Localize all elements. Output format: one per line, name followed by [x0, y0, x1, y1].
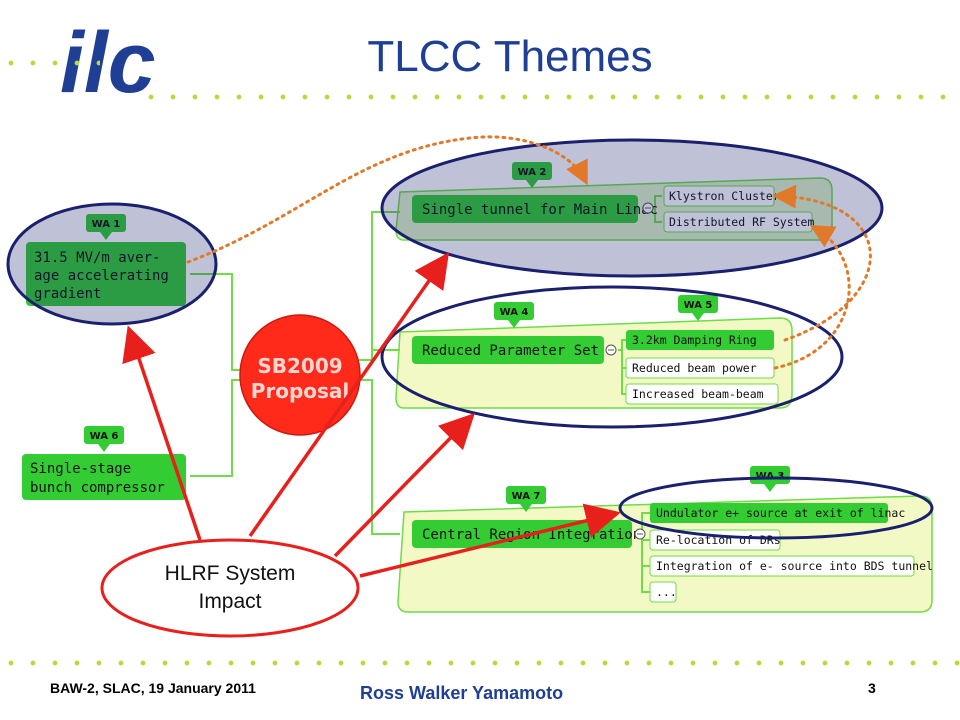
bottom-dots-divider — [0, 660, 960, 666]
tunnel-label: Single tunnel for Main Linac — [422, 202, 658, 218]
e-source-text: Integration of e- source into BDS tunnel — [656, 559, 933, 573]
compressor-line1: Single-stage — [30, 461, 131, 477]
params-label: Reduced Parameter Set — [422, 343, 599, 359]
dotted-links — [186, 135, 872, 370]
ilc-logo-text: ilc — [60, 15, 156, 102]
page-number: 3 — [868, 680, 876, 696]
beam-beam-item — [625, 383, 779, 405]
wa7-tag: WA 7 — [506, 486, 546, 512]
ilc-logo: ilc — [60, 15, 156, 102]
callout-line1: HLRF System — [165, 562, 296, 585]
wa1-tag: WA 1 — [86, 214, 126, 240]
svg-text:WA 3: WA 3 — [756, 471, 785, 482]
damping-ring-item — [626, 330, 774, 350]
footer-author: Ross Walker Yamamoto — [360, 683, 564, 703]
svg-text:WA 2: WA 2 — [518, 167, 547, 178]
tunnel-node — [412, 195, 638, 223]
hlrf-callout — [100, 538, 360, 638]
callout-line2: Impact — [198, 590, 261, 613]
wa6-tag: WA 6 — [84, 426, 124, 452]
e-source-item — [649, 555, 915, 577]
params-node — [412, 336, 604, 364]
gradient-line1: 31.5 MV/m aver- — [34, 250, 160, 266]
dr-relocation-item — [649, 529, 781, 551]
gradient-highlight-ellipse — [6, 202, 218, 326]
center-node-line2: Proposal — [251, 379, 350, 403]
svg-text:WA 7: WA 7 — [512, 491, 541, 502]
undulator-text: Undulator e+ source at exit of linac — [656, 506, 905, 520]
distributed-rf-item — [663, 211, 813, 233]
gradient-line2: age accelerating — [34, 268, 169, 284]
footer-event: BAW-2, SLAC, 19 January 2011 — [50, 680, 256, 696]
compressor-node — [22, 454, 186, 500]
gradient-line3: gradient — [34, 286, 101, 302]
center-node-line1: SB2009 — [257, 354, 342, 378]
beam-beam-text: Increased beam-beam — [632, 387, 764, 401]
sb2009-proposal-node — [239, 314, 361, 436]
klystron-text: Klystron Cluster — [669, 189, 780, 203]
wa4-tag: WA 4 — [494, 302, 534, 328]
slide-title: TLCC Themes — [367, 32, 653, 81]
top-left-dots — [0, 60, 100, 66]
top-dots-divider — [140, 94, 960, 100]
ellipsis-item — [649, 581, 677, 603]
svg-text:WA 5: WA 5 — [684, 300, 713, 311]
distributed-rf-text: Distributed RF System — [669, 215, 814, 229]
beam-power-text: Reduced beam power — [632, 361, 757, 375]
undulator-item — [650, 503, 888, 523]
svg-text:WA 1: WA 1 — [92, 219, 121, 230]
central-node — [412, 520, 632, 548]
wa2-tag: WA 2 — [512, 162, 552, 188]
tunnel-highlight-ellipse — [380, 138, 884, 278]
svg-text:WA 4: WA 4 — [500, 307, 529, 318]
wa5-tag: WA 5 — [678, 295, 718, 321]
impact-arrows — [122, 252, 621, 578]
params-highlight-ellipse — [380, 285, 844, 429]
gradient-node — [26, 242, 186, 306]
damping-ring-text: 3.2km Damping Ring — [632, 333, 757, 347]
svg-text:WA 6: WA 6 — [90, 431, 119, 442]
compressor-line2: bunch compressor — [30, 480, 165, 496]
ellipsis-text: ... — [656, 585, 677, 599]
